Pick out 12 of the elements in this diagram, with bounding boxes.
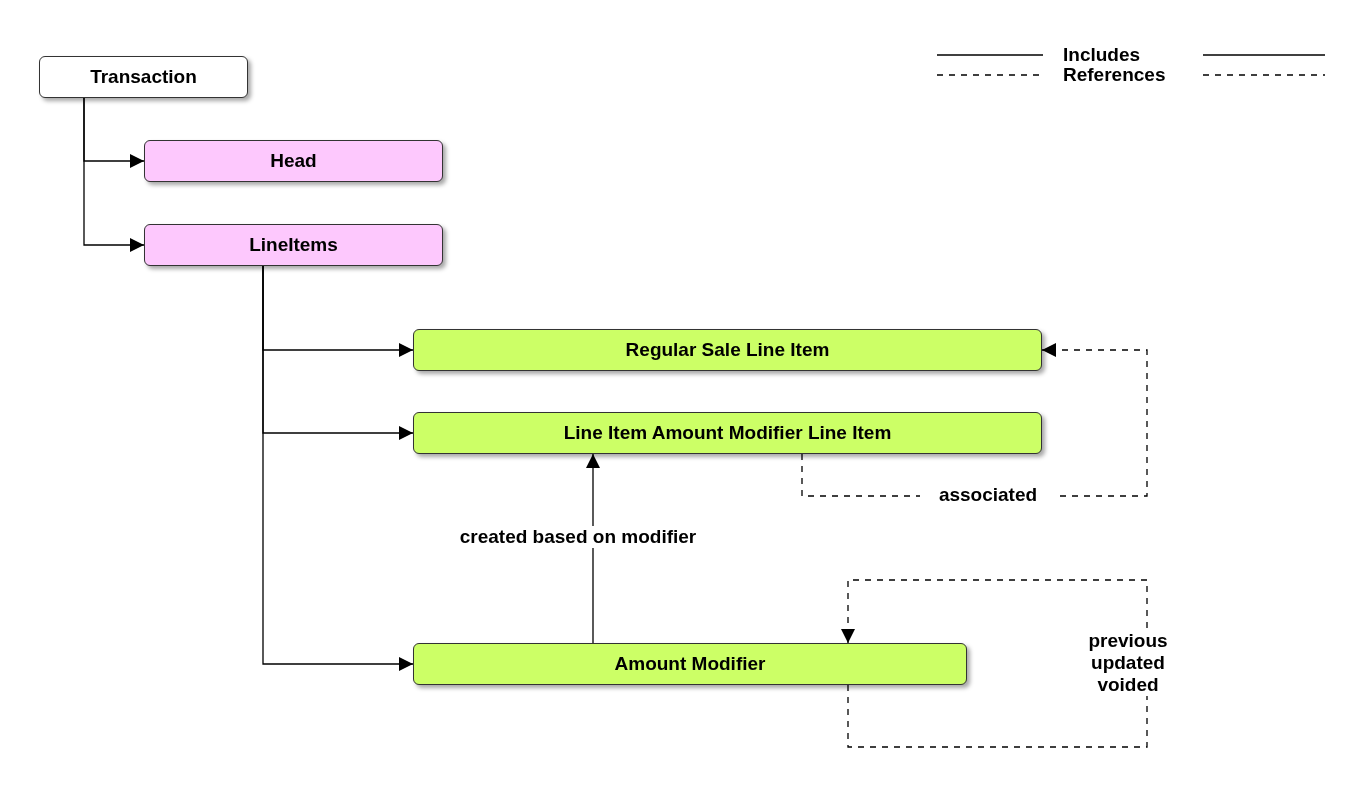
connector-arrow xyxy=(83,97,145,252)
connector-arrow xyxy=(262,265,414,671)
legend-label: References xyxy=(1063,65,1167,85)
process-box: Line Item Amount Modifier Line Item xyxy=(413,412,1042,454)
connector-arrow xyxy=(586,453,600,644)
legend-label: Includes xyxy=(1063,45,1142,65)
process-box: Head xyxy=(144,140,443,182)
process-box: LineItems xyxy=(144,224,443,266)
process-box: Transaction xyxy=(39,56,248,98)
process-box: Amount Modifier xyxy=(413,643,967,685)
process-box: Regular Sale Line Item xyxy=(413,329,1042,371)
connector-arrow xyxy=(841,579,1148,748)
